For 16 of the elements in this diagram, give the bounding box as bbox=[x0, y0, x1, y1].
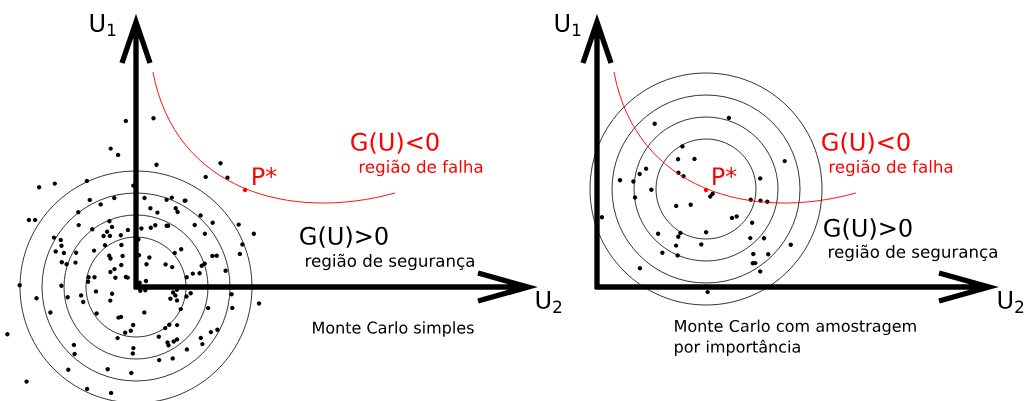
point-label: P* bbox=[713, 167, 737, 185]
region-label: G(U)<0 bbox=[351, 132, 439, 154]
region-label: G(U)>0 bbox=[824, 218, 912, 240]
axis-label: U$_{2}$ bbox=[998, 291, 1024, 313]
axis-label: U$_{2}$ bbox=[536, 291, 562, 313]
region-label: G(U)>0 bbox=[300, 226, 388, 248]
point-label: P* bbox=[253, 167, 277, 185]
region-label: G(U)<0 bbox=[822, 132, 910, 154]
region-description: região de falha bbox=[359, 159, 483, 177]
region-description: região de falha bbox=[829, 159, 953, 177]
region-description: região de segurança bbox=[306, 253, 474, 271]
panel-caption: Monte Carlo com amostragem por importância bbox=[675, 319, 916, 356]
region-description: região de segurança bbox=[829, 244, 997, 262]
axis-label: U$_{1}$ bbox=[555, 14, 581, 36]
panel-caption: Monte Carlo simples bbox=[313, 321, 474, 337]
axis-label: U$_{1}$ bbox=[90, 14, 116, 36]
